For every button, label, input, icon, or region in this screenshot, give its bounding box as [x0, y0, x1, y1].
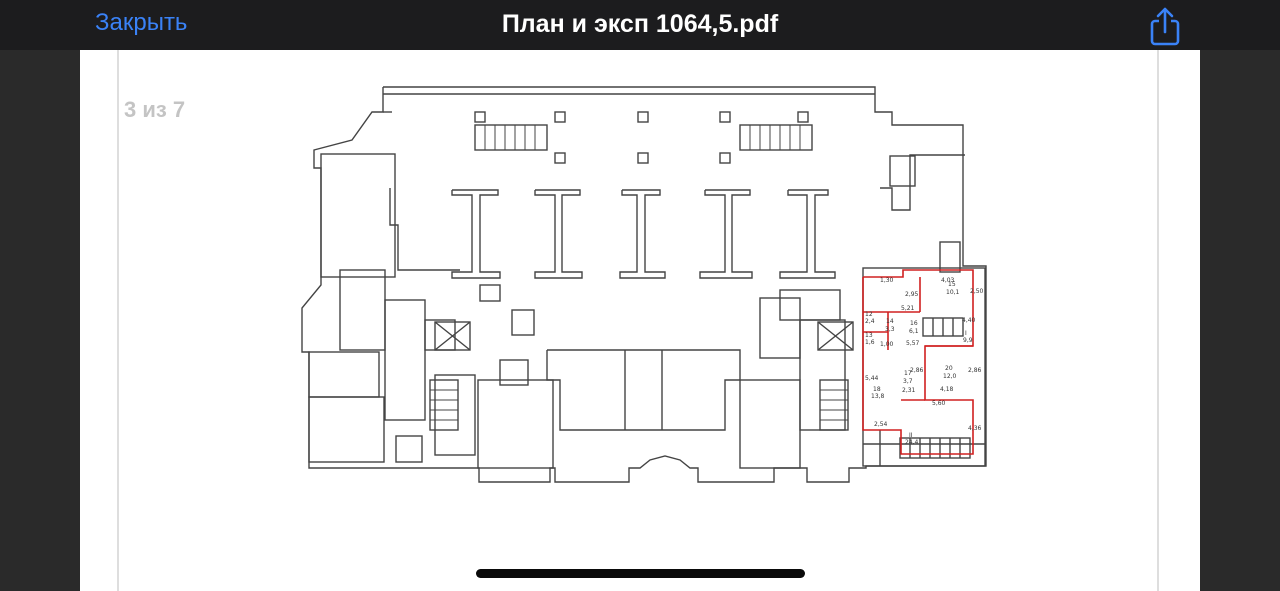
svg-text:4,40: 4,40: [962, 317, 976, 324]
document-title: План и эксп 1064,5.pdf: [501, 10, 779, 38]
page-indicator: 3 из 7: [124, 97, 186, 122]
svg-text:2,86: 2,86: [910, 367, 924, 374]
svg-text:10,1: 10,1: [946, 289, 960, 296]
svg-text:24,4: 24,4: [905, 439, 919, 446]
svg-text:2,50: 2,50: [970, 288, 984, 295]
left-gutter: [0, 50, 80, 591]
svg-text:9,9: 9,9: [963, 337, 973, 344]
svg-text:2,31: 2,31: [902, 387, 916, 394]
svg-text:1,6: 1,6: [865, 339, 875, 346]
svg-text:2,95: 2,95: [905, 291, 919, 298]
room-17-label: 17: [904, 370, 912, 377]
floor-plan-drawing: 15 10,1 16 6,1 14 3,3 12 2,4 13 1,6 17 3…: [117, 50, 1159, 591]
svg-text:2,54: 2,54: [874, 421, 888, 428]
svg-text:12,0: 12,0: [943, 373, 957, 380]
svg-text:5,57: 5,57: [906, 340, 920, 347]
top-bar: Закрыть План и эксп 1064,5.pdf: [0, 0, 1280, 50]
svg-text:3,7: 3,7: [903, 378, 913, 385]
room-16-label: 16: [910, 320, 918, 327]
svg-text:4,03: 4,03: [941, 277, 955, 284]
room-14-label: 14: [886, 318, 894, 325]
svg-text:5,21: 5,21: [901, 305, 915, 312]
right-gutter: [1200, 50, 1280, 591]
room-18-label: 18: [873, 386, 881, 393]
room-20-label: 20: [945, 365, 953, 372]
room-I-label: I: [965, 330, 967, 337]
svg-text:5,44: 5,44: [865, 375, 879, 382]
svg-text:6,1: 6,1: [909, 328, 919, 335]
svg-text:13,8: 13,8: [871, 393, 885, 400]
svg-text:3,3: 3,3: [885, 326, 895, 333]
share-icon[interactable]: [1146, 6, 1184, 46]
svg-text:4,18: 4,18: [940, 386, 954, 393]
close-button[interactable]: Закрыть: [95, 9, 188, 36]
room-15-label: 15: [948, 281, 956, 288]
svg-text:1,30: 1,30: [880, 277, 894, 284]
svg-text:4,36: 4,36: [968, 425, 982, 432]
svg-text:2,86: 2,86: [968, 367, 982, 374]
svg-text:5,60: 5,60: [932, 400, 946, 407]
home-indicator[interactable]: [476, 569, 805, 578]
svg-text:2,4: 2,4: [865, 318, 875, 325]
svg-text:1,00: 1,00: [880, 341, 894, 348]
room-12-label: 12: [865, 311, 873, 318]
room-13-label: 13: [865, 332, 873, 339]
room-II-label: II: [909, 432, 913, 439]
pdf-page[interactable]: 15 10,1 16 6,1 14 3,3 12 2,4 13 1,6 17 3…: [80, 50, 1200, 591]
